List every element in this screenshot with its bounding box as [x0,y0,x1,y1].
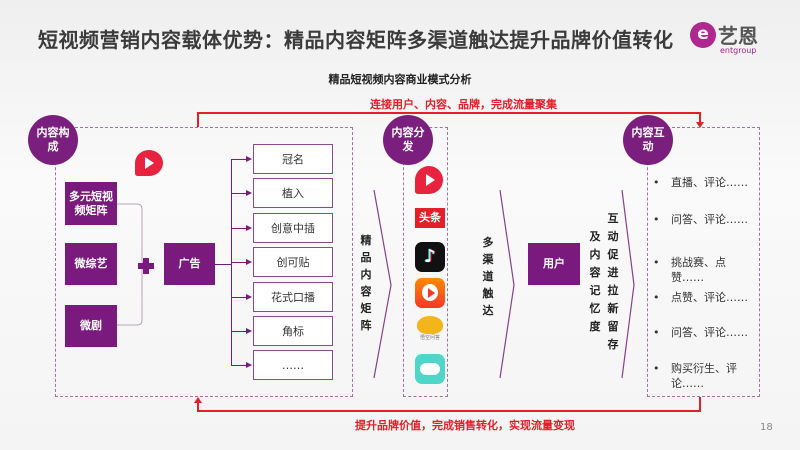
ad-branch [231,331,249,332]
logo-cn: 艺恩 [718,24,758,48]
arrow-right-icon [246,362,252,368]
ad-branch [231,159,249,160]
xigua-logo-icon [135,150,163,176]
interaction-item: • 购买衍生、评论…… [653,361,757,391]
ad-branch [231,193,249,194]
ad-branch [231,365,249,366]
top-note: 连接用户、内容、品牌，完成流量聚集 [370,98,557,111]
source-short-video-matrix: 多元短视频矩阵 [65,182,117,225]
logo-e-icon: e [690,22,716,48]
ad-branch [231,262,249,263]
bullet-icon: • [653,291,660,304]
interaction-item: • 点赞、评论…… [653,290,757,305]
bottom-connector-left [197,402,199,412]
ad-box: 广告 [164,243,215,285]
ad-branch [231,228,249,229]
interaction-item: • 挑战赛、点赞…… [653,255,757,285]
source-micro-variety: 微综艺 [65,243,117,285]
ad-type-item: 创意中插 [253,213,333,243]
diagram-subtitle: 精品短视频内容商业模式分析 [328,73,472,86]
arrow-right-icon [246,294,252,300]
plus-icon [138,258,154,274]
bullet-icon: • [653,362,660,375]
huoshan-icon[interactable] [415,278,445,308]
logo-en: entgroup [720,46,757,55]
interaction-panel [647,127,760,397]
interaction-item-text: 挑战赛、点赞…… [671,256,726,284]
bullet-icon: • [653,256,660,269]
bottom-note: 提升品牌价值，完成销售转化，实现流量变现 [355,419,575,432]
arrow3-text-b: 互动促进拉新留存 [607,212,619,351]
interaction-item-text: 购买衍生、评论…… [671,362,737,390]
ad-branch [231,297,249,298]
arrow-up-icon [194,397,202,403]
interaction-item-text: 问答、评论…… [671,326,748,339]
arrow-right-icon [246,156,252,162]
arrow-right-icon [246,259,252,265]
bottom-connector-right [699,397,701,411]
other-app-icon[interactable] [415,354,445,384]
entgroup-logo: e 艺恩 entgroup [690,20,770,60]
bullet-icon: • [653,326,660,339]
arrow-right-icon [246,225,252,231]
chevron-arrow-1 [373,190,392,379]
page-title: 短视频营销内容载体优势：精品内容矩阵多渠道触达提升品牌价值转化 [38,28,674,52]
interaction-item-text: 点赞、评论…… [671,291,748,304]
arrow-right-icon [246,190,252,196]
source-micro-drama: 微剧 [65,305,117,347]
composition-badge: 内容构成 [28,115,78,165]
wukong-wenda-icon[interactable]: 悟空问答 [415,316,445,346]
toutiao-icon[interactable]: 头条 [415,208,445,228]
ad-type-item: 角标 [253,316,333,346]
arrow3-text-a: 及内容记忆度 [589,230,601,333]
user-box: 用户 [528,243,580,285]
ad-type-item: 植入 [253,178,333,208]
chevron-arrow-3 [621,190,635,379]
interaction-item-text: 问答、评论…… [671,213,748,226]
ad-type-item: …… [253,350,333,380]
ad-type-item: 冠名 [253,144,333,174]
interaction-item-text: 直播、评论…… [671,176,748,189]
interaction-badge: 内容互动 [623,115,673,165]
arrow2-text: 多渠道触达 [482,236,494,317]
top-connector-right [699,112,701,124]
ad-type-item: 创可贴 [253,247,333,277]
top-connector [197,112,701,114]
distribution-badge: 内容分发 [383,115,433,165]
ad-connector [215,264,231,265]
arrow1-text: 精品内容矩阵 [360,234,372,332]
top-connector-left [197,112,199,127]
composition-panel [55,127,353,397]
bullet-icon: • [653,176,660,189]
interaction-item: • 问答、评论…… [653,212,757,227]
bullet-icon: • [653,213,660,226]
page-number: 18 [760,422,773,433]
bottom-connector [197,410,701,412]
interaction-item: • 直播、评论…… [653,175,757,190]
douyin-icon[interactable]: ♪ [415,242,445,272]
xigua-video-icon[interactable] [415,166,445,196]
ad-type-item: 花式口播 [253,282,333,312]
arrow-down-icon [696,122,704,128]
chevron-arrow-2 [499,190,515,379]
arrow-right-icon [246,328,252,334]
interaction-item: • 问答、评论…… [653,325,757,340]
